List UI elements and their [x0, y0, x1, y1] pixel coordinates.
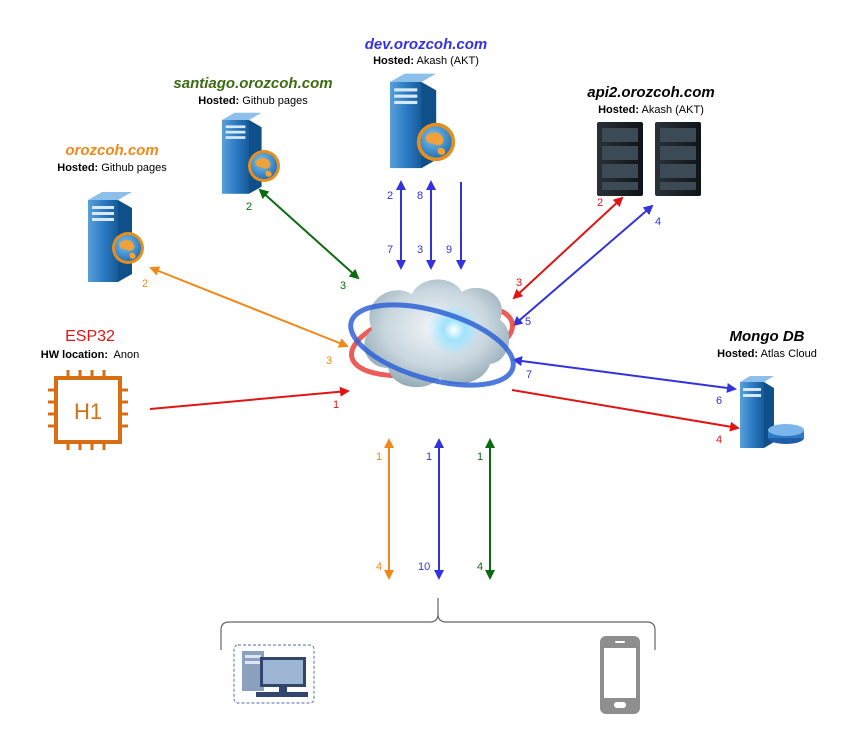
edge-label: 3 [516, 277, 522, 289]
santiago-hosted: Hosted: Github pages [170, 95, 336, 107]
santiago-name: santiago.orozcoh.com [173, 75, 333, 92]
edge-label: 4 [655, 216, 661, 228]
desktop-computer-icon [233, 644, 315, 704]
edge-label: 3 [326, 355, 332, 367]
edge-label: 2 [142, 278, 148, 290]
mongo-label: Mongo DB Hosted: Atlas Cloud [708, 328, 826, 360]
hosted-value: Github pages [101, 162, 167, 174]
edge-label: 7 [526, 369, 532, 381]
hosted-value: Github pages [242, 95, 308, 107]
edge-label: 2 [246, 201, 252, 213]
hosted-value: Akash (AKT) [416, 55, 479, 67]
edge-esp32-cloud [149, 386, 350, 410]
edge-label: 1 [477, 451, 483, 463]
edge-label: 7 [387, 244, 393, 256]
edge-label: 1 [333, 399, 339, 411]
dev-label: dev.orozcoh.com Hosted: Akash (AKT) [356, 36, 496, 67]
clients-bracket [220, 598, 656, 650]
orozcoh-server-icon [88, 192, 144, 282]
mobile-phone-icon [600, 636, 640, 714]
esp32-chip-text: H1 [74, 399, 102, 424]
hosted-value: Atlas Cloud [760, 348, 817, 360]
esp32-name: ESP32 [65, 328, 115, 345]
dev-name: dev.orozcoh.com [364, 36, 488, 53]
api2-label: api2.orozcoh.com Hosted: Akash (AKT) [576, 84, 726, 116]
edge-cloud-mongo-blue [512, 356, 737, 393]
hosted-label: Hosted: [717, 348, 759, 360]
esp32-hw-location: HW location: Anon [30, 349, 150, 361]
dev-server-icon [390, 73, 456, 169]
edge-label: 1 [426, 451, 432, 463]
edge-label: 4 [376, 561, 382, 573]
edge-label: 10 [418, 561, 430, 573]
santiago-label: santiago.orozcoh.com Hosted: Github page… [170, 75, 336, 107]
edge-orozcoh-cloud [149, 266, 349, 348]
esp32-label: ESP32 HW location: Anon [30, 328, 150, 361]
santiago-server-icon [222, 112, 280, 194]
edge-santiago-cloud [258, 188, 360, 280]
hosted-label: Hosted: [57, 162, 99, 174]
api2-name: api2.orozcoh.com [587, 84, 715, 101]
edge-label: 3 [417, 244, 423, 256]
hosted-label: Hosted: [198, 95, 240, 107]
edge-label: 6 [716, 395, 722, 407]
api2-hosted: Hosted: Akash (AKT) [576, 104, 726, 116]
hosted-value: Akash (AKT) [641, 104, 704, 116]
edge-label: 4 [716, 434, 722, 446]
esp32-chip-icon: H1 [48, 370, 128, 450]
orozcoh-label: orozcoh.com Hosted: Github pages [50, 142, 174, 174]
edge-label: 5 [525, 316, 531, 328]
edge-label: 3 [340, 280, 346, 292]
edge-api2-cloud-red [512, 196, 624, 300]
cloud-icon [348, 279, 516, 388]
mongo-db-icon [740, 376, 804, 448]
hosted-label: Hosted: [373, 55, 415, 67]
edge-label: 4 [477, 561, 483, 573]
api2-rack-icon [597, 122, 701, 196]
mongo-hosted: Hosted: Atlas Cloud [708, 348, 826, 360]
hw-value: Anon [113, 349, 140, 361]
edge-label: 8 [417, 190, 423, 202]
edge-cloud-mongo-red [511, 389, 740, 432]
hosted-label: Hosted: [598, 104, 640, 116]
orozcoh-name: orozcoh.com [65, 142, 159, 159]
hw-label: HW location: [40, 349, 108, 361]
edge-label: 2 [387, 190, 393, 202]
edge-api2-cloud-blue [512, 204, 654, 327]
dev-hosted: Hosted: Akash (AKT) [356, 55, 496, 67]
mongo-name: Mongo DB [729, 328, 805, 345]
orozcoh-hosted: Hosted: Github pages [50, 162, 174, 174]
edge-label: 1 [376, 451, 382, 463]
edge-label: 2 [597, 197, 603, 209]
edges [149, 180, 740, 580]
edge-label: 9 [446, 244, 452, 256]
edge-labels: 2 3 2 3 2 7 8 3 9 2 3 4 5 1 7 6 4 1 4 1 … [142, 190, 722, 573]
